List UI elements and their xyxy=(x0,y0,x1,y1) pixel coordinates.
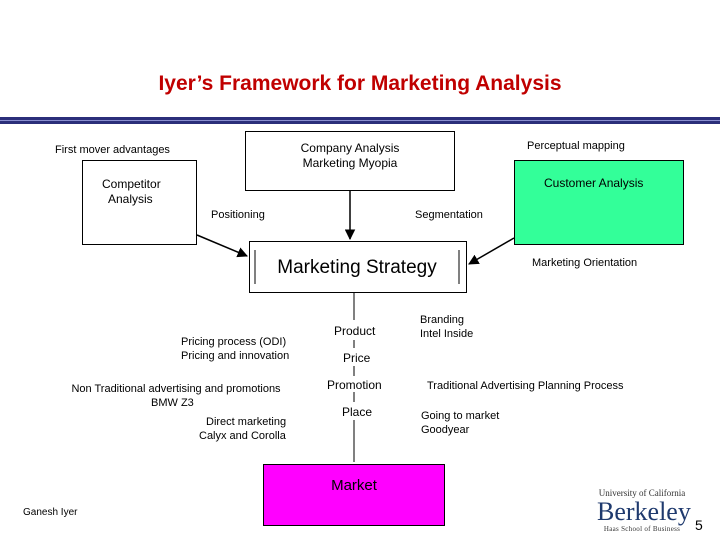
first-mover-label: First mover advantages xyxy=(55,144,170,156)
competitor-analysis-label: Competitor Analysis xyxy=(102,177,161,207)
slide-title: Iyer’s Framework for Marketing Analysis xyxy=(158,72,562,95)
customer-analysis-box xyxy=(514,160,684,245)
nontraditional-line1: Non Traditional advertising and promotio… xyxy=(71,383,281,395)
competitor-line2: Analysis xyxy=(108,192,153,206)
going-to-market-line1: Going to market xyxy=(421,410,500,422)
branding-line2: Intel Inside xyxy=(420,328,474,340)
company-analysis-line2: Marketing Myopia xyxy=(302,156,398,170)
branding-line1: Branding xyxy=(420,314,465,326)
branding-label: Branding Intel Inside xyxy=(420,313,473,341)
competitor-line1: Competitor xyxy=(102,177,161,191)
arrow-competitor-to-strategy xyxy=(196,234,248,258)
segmentation-label: Segmentation xyxy=(415,209,483,221)
customer-analysis-label: Customer Analysis xyxy=(544,176,644,190)
direct-marketing-label: Direct marketing Calyx and Corolla xyxy=(199,415,286,443)
title-rule-graphic xyxy=(0,117,720,124)
price-label: Price xyxy=(343,351,371,365)
company-analysis-label: Company Analysis Marketing Myopia xyxy=(245,141,455,171)
pricing-line1: Pricing process (ODI) xyxy=(181,336,287,348)
market-label: Market xyxy=(331,477,377,494)
author-footer: Ganesh Iyer xyxy=(23,507,78,518)
page-number: 5 xyxy=(695,517,703,533)
logo-school: Haas School of Business xyxy=(603,525,681,533)
title-rule xyxy=(0,111,720,124)
pricing-line2: Pricing and innovation xyxy=(181,350,290,362)
market-box xyxy=(263,464,445,526)
marketing-strategy-label: Marketing Strategy xyxy=(277,257,437,278)
product-label: Product xyxy=(334,324,376,338)
nontraditional-label: Non Traditional advertising and promotio… xyxy=(61,382,291,410)
company-analysis-box xyxy=(245,131,455,191)
perceptual-mapping-label: Perceptual mapping xyxy=(527,140,625,152)
berkeley-logo: University of California Berkeley Haas S… xyxy=(597,488,691,533)
pricing-label: Pricing process (ODI) Pricing and innova… xyxy=(181,335,289,363)
logo-berkeley: Berkeley xyxy=(597,497,691,526)
logo-university: University of California xyxy=(598,488,686,498)
traditional-advertising-label: Traditional Advertising Planning Process xyxy=(427,380,624,392)
direct-marketing-line2: Calyx and Corolla xyxy=(199,430,286,442)
place-label: Place xyxy=(342,405,373,419)
arrow-customer-to-strategy xyxy=(468,237,515,265)
marketing-orientation-label: Marketing Orientation xyxy=(532,257,638,269)
positioning-label: Positioning xyxy=(211,209,265,221)
direct-marketing-line1: Direct marketing xyxy=(206,416,287,428)
company-analysis-line1: Company Analysis xyxy=(300,141,400,155)
marketing-strategy-box xyxy=(249,241,467,293)
promotion-label: Promotion xyxy=(327,378,382,392)
nontraditional-line2: BMW Z3 xyxy=(151,397,194,409)
going-to-market-label: Going to market Goodyear xyxy=(421,409,499,437)
competitor-analysis-box xyxy=(82,160,197,245)
going-to-market-line2: Goodyear xyxy=(421,424,470,436)
